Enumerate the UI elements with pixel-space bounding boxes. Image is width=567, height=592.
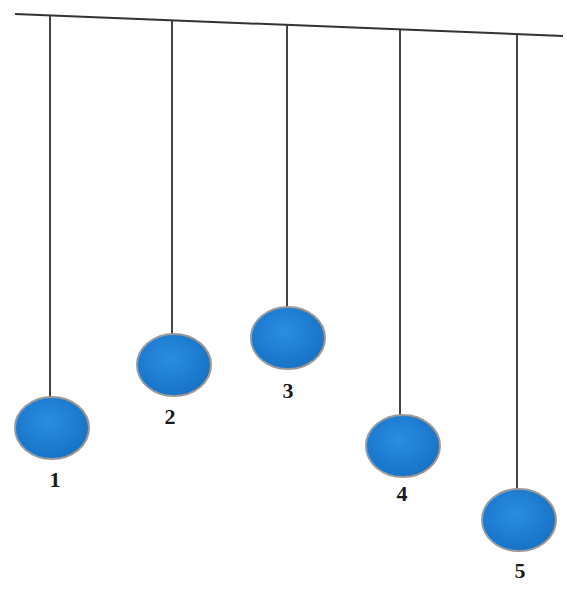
string bbox=[286, 25, 288, 309]
pendulum-bob bbox=[15, 397, 89, 459]
callout-number: 1 bbox=[50, 469, 61, 491]
callout-number: 2 bbox=[165, 406, 176, 428]
pendulum-bob bbox=[251, 307, 325, 369]
string bbox=[399, 30, 401, 417]
support-bar bbox=[15, 14, 563, 36]
pendulum-bob bbox=[482, 489, 556, 551]
callout-number: 5 bbox=[515, 560, 526, 582]
callout-number: 3 bbox=[283, 380, 294, 402]
bobs bbox=[15, 307, 556, 551]
string bbox=[516, 35, 518, 491]
strings bbox=[50, 16, 517, 491]
pendulum-bob bbox=[137, 334, 211, 396]
string bbox=[49, 16, 51, 399]
string bbox=[171, 21, 173, 336]
pendulum-bob bbox=[366, 415, 440, 477]
callout-number: 4 bbox=[397, 483, 408, 505]
